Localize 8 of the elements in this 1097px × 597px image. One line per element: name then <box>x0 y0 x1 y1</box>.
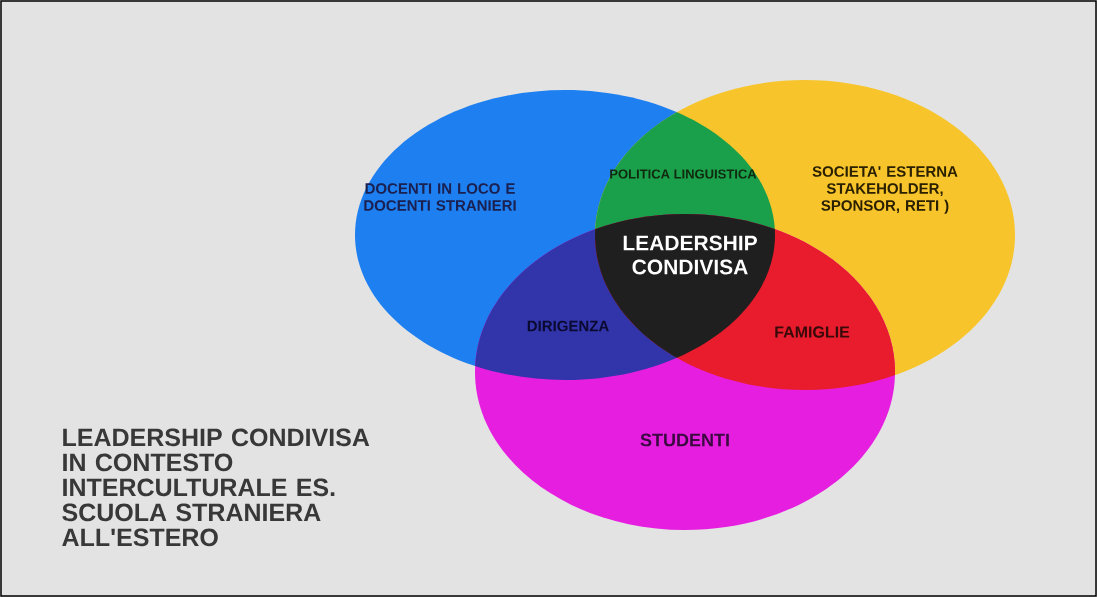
region-label: STUDENTI <box>640 433 729 447</box>
region-label: DIRIGENZA <box>527 320 609 332</box>
region-label: SOCIETA' ESTERNA STAKEHOLDER, SPONSOR, RETI ) <box>812 166 958 214</box>
region-label: FAMIGLIE <box>775 326 850 338</box>
region-label: POLITICA LINGUISTICA <box>610 169 757 179</box>
title: LEADERSHIP CONDIVISA IN CONTESTO INTERCULTURALE ES. SCUOLA STRANIERA ALL'ESTERO <box>62 428 370 547</box>
region-label: LEADERSHIP CONDIVISA <box>623 235 757 275</box>
region-label: DOCENTI IN LOCO E DOCENTI STRANIERI <box>364 183 516 211</box>
